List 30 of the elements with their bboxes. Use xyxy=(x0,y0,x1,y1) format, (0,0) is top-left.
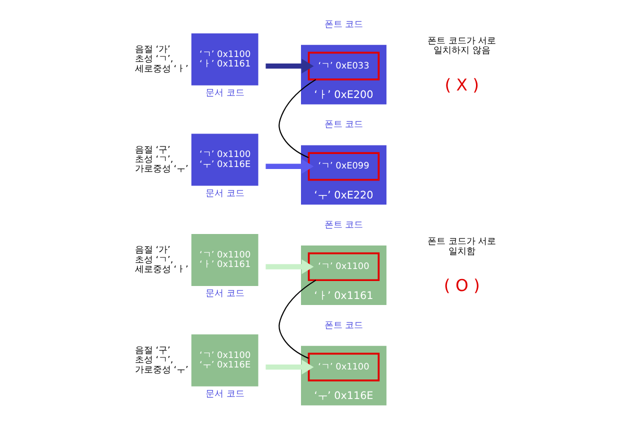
node-box: ‘ㄱ’ 0xE033 xyxy=(308,52,380,80)
node-label: 문서 코드 xyxy=(205,390,244,400)
connector xyxy=(278,280,316,359)
connector xyxy=(278,79,316,158)
arrow xyxy=(266,159,314,174)
node-label: 폰트 코드 xyxy=(324,320,364,331)
node-label: 폰트 코드 xyxy=(324,220,364,230)
arrow xyxy=(266,360,314,374)
node-box: ‘ㄱ’ 0x1100 xyxy=(308,252,380,282)
node-box: ‘ㄱ’ 0xE099 xyxy=(308,152,380,181)
label: 폰트 코드가 서로 일치함 xyxy=(428,237,496,257)
node-label: 음절 ‘구’ 초성 ‘ㄱ’, 가로중성 ‘ㅜ’ xyxy=(134,346,188,376)
node-box: ‘ㄱ’ 0x1100 xyxy=(308,352,380,382)
node-box: ‘ㄱ’ 0x1100 ‘ㅏ’ 0x1161 xyxy=(191,234,258,286)
node-box: ‘ㄱ’ 0x1100 ‘ㅜ’ 0x116E xyxy=(191,334,258,386)
node-box: ‘ㄱ’ 0x1100 ‘ㅜ’ 0x116E xyxy=(191,134,258,186)
label: 폰트 코드가 서로 일치하지 않음 xyxy=(428,36,496,56)
arrow xyxy=(266,259,314,274)
node-label: 음절 ‘가’ 초성 ‘ㄱ’, 세로중성 ‘ㅏ’ xyxy=(134,45,188,74)
node-label: 폰트 코드 xyxy=(324,120,364,130)
node-label: 문서 코드 xyxy=(205,289,244,300)
node-label: 문서 코드 xyxy=(205,88,244,99)
node-label: 문서 코드 xyxy=(205,188,244,199)
label: ( X ) xyxy=(444,75,480,94)
node-label: 폰트 코드 xyxy=(324,20,364,30)
arrow xyxy=(266,58,314,74)
label: ( O ) xyxy=(444,276,480,295)
node-box: ‘ㄱ’ 0x1100 ‘ㅏ’ 0x1161 xyxy=(191,33,258,86)
node-label: 음절 ‘가’ 초성 ‘ㄱ’, 세로중성 ‘ㅏ’ xyxy=(134,246,188,276)
node-label: 음절 ‘구’ 초성 ‘ㄱ’, 가로중성 ‘ㅜ’ xyxy=(134,145,188,175)
